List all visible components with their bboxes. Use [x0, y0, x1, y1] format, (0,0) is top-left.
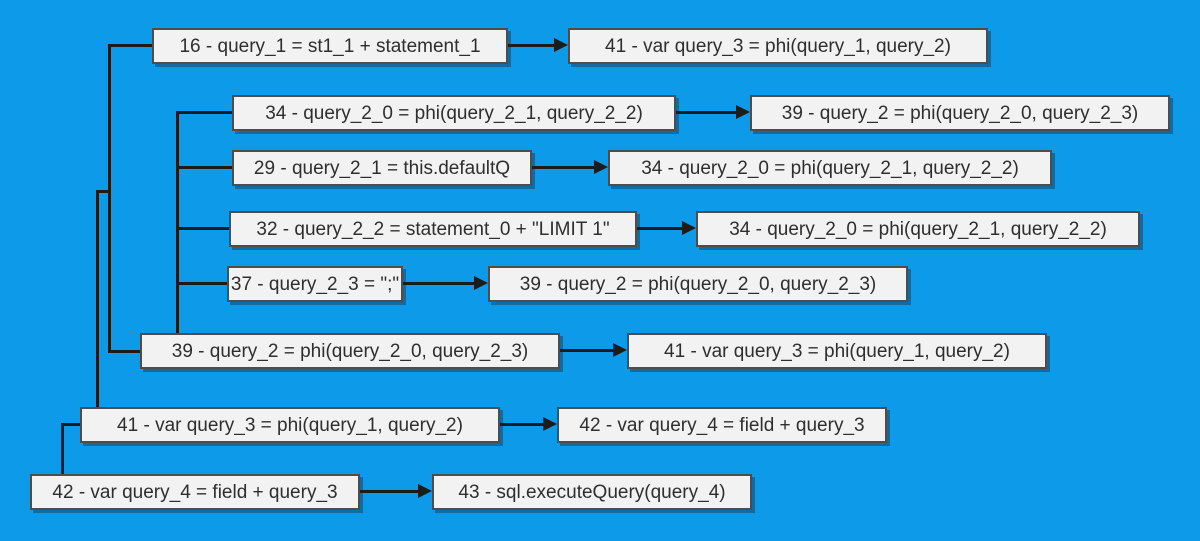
flow-arrow-16-to-41: [508, 38, 568, 52]
node-def-34: 34 - query_2_0 = phi(query_2_1, query_2_…: [232, 95, 676, 131]
node-label: 29 - query_2_1 = this.defaultQ: [253, 157, 511, 179]
tree-connector-stub-29: [176, 166, 232, 169]
node-use-43: 43 - sql.executeQuery(query_4): [432, 474, 752, 510]
node-label: 16 - query_1 = st1_1 + statement_1: [179, 35, 481, 57]
tree-connector-stub-37: [176, 282, 227, 285]
node-label: 34 - query_2_0 = phi(query_2_1, query_2_…: [641, 157, 1019, 179]
tree-connector-spine-query3: [108, 44, 111, 353]
flow-arrow-34-to-39: [676, 105, 750, 119]
node-label: 39 - query_2 = phi(query_2_0, query_2_3): [781, 102, 1139, 124]
node-label: 43 - sql.executeQuery(query_4): [458, 481, 726, 503]
node-def-39: 39 - query_2 = phi(query_2_0, query_2_3): [140, 333, 560, 369]
tree-connector-stub-41: [61, 423, 80, 426]
tree-connector-stub-39: [110, 350, 140, 353]
node-label: 32 - query_2_2 = statement_0 + "LIMIT 1": [256, 218, 610, 240]
flow-arrow-39-to-41: [560, 343, 627, 357]
node-label: 39 - query_2 = phi(query_2_0, query_2_3): [519, 273, 877, 295]
tree-connector-stub-16: [110, 44, 152, 47]
node-def-29: 29 - query_2_1 = this.defaultQ: [232, 150, 532, 186]
tree-connector-drop-42: [61, 423, 64, 474]
flow-arrow-37-to-39: [403, 276, 488, 290]
node-use-42: 42 - var query_4 = field + query_3: [557, 407, 887, 443]
node-use-41: 41 - var query_3 = phi(query_1, query_2): [568, 28, 988, 64]
node-label: 41 - var query_3 = phi(query_1, query_2): [664, 340, 1010, 362]
node-label: 34 - query_2_0 = phi(query_2_1, query_2_…: [729, 218, 1107, 240]
tree-connector-stub-32: [176, 227, 229, 230]
node-def-42: 42 - var query_4 = field + query_3: [30, 474, 360, 510]
node-use-39-b: 39 - query_2 = phi(query_2_0, query_2_3): [488, 266, 908, 302]
node-label: 41 - var query_3 = phi(query_1, query_2): [117, 414, 463, 436]
node-use-41-b: 41 - var query_3 = phi(query_1, query_2): [627, 333, 1047, 369]
node-label: 42 - var query_4 = field + query_3: [52, 481, 338, 503]
tree-connector-spine-query2: [176, 111, 179, 333]
node-label: 42 - var query_4 = field + query_3: [579, 414, 865, 436]
node-label: 41 - var query_3 = phi(query_1, query_2): [605, 35, 951, 57]
node-def-16: 16 - query_1 = st1_1 + statement_1: [152, 28, 508, 64]
node-def-41: 41 - var query_3 = phi(query_1, query_2): [80, 407, 500, 443]
node-use-34-a: 34 - query_2_0 = phi(query_2_1, query_2_…: [608, 150, 1052, 186]
tree-connector-branch-41: [96, 190, 111, 193]
node-label: 37 - query_2_3 = ";": [230, 273, 400, 295]
flow-arrow-29-to-34: [532, 160, 608, 174]
flow-arrow-41-to-42: [500, 417, 557, 431]
flow-arrow-42-to-43: [360, 484, 432, 498]
node-def-32: 32 - query_2_2 = statement_0 + "LIMIT 1": [229, 211, 637, 247]
node-use-39: 39 - query_2 = phi(query_2_0, query_2_3): [750, 95, 1170, 131]
flow-arrow-32-to-34: [637, 221, 696, 235]
node-def-37: 37 - query_2_3 = ";": [227, 266, 403, 302]
node-label: 34 - query_2_0 = phi(query_2_1, query_2_…: [265, 102, 643, 124]
node-label: 39 - query_2 = phi(query_2_0, query_2_3): [171, 340, 529, 362]
node-use-34-b: 34 - query_2_0 = phi(query_2_1, query_2_…: [696, 211, 1140, 247]
tree-connector-stub-34: [176, 111, 232, 114]
tree-connector-drop-41: [96, 190, 99, 407]
